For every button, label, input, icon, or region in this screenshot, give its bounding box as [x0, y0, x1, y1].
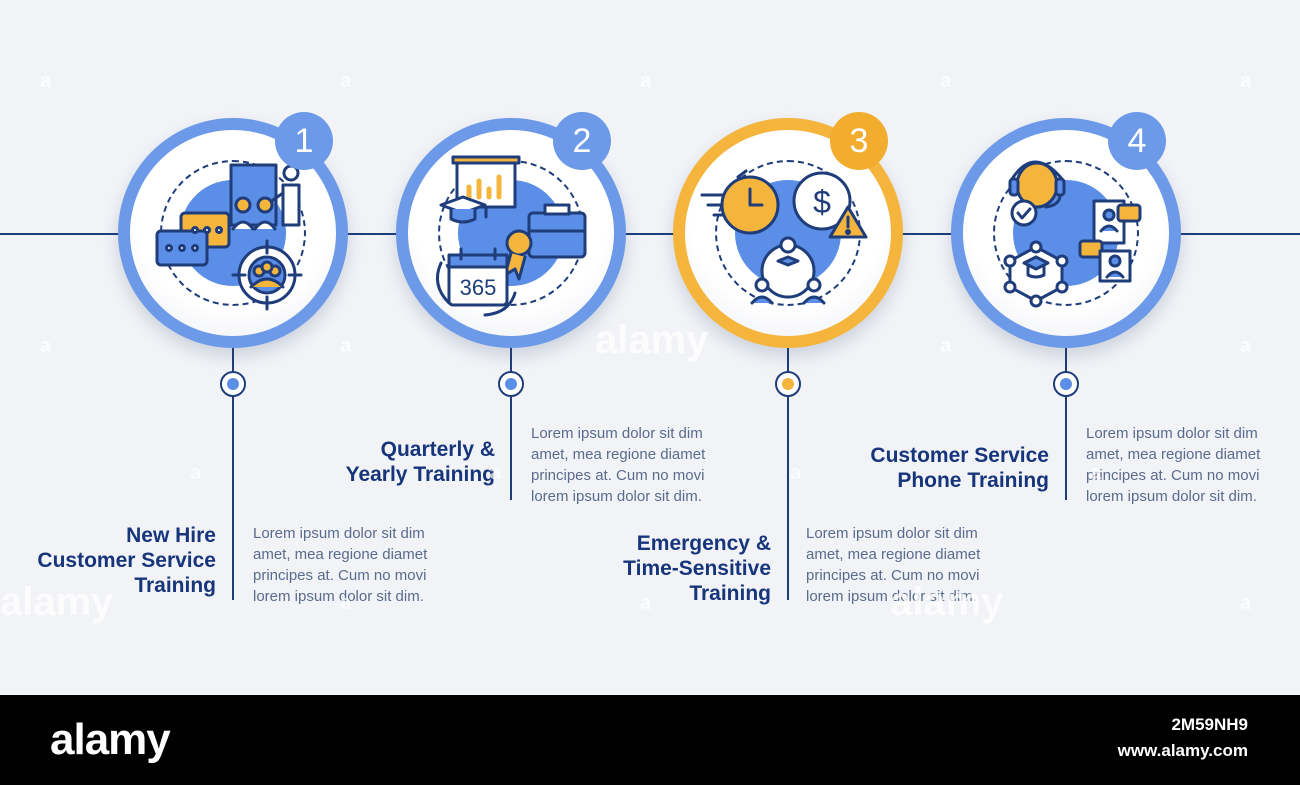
step-3-description: Lorem ipsum dolor sit dim amet, mea regi… [806, 525, 981, 605]
watermark: a [340, 70, 352, 92]
step-1-circle: 1 [118, 112, 348, 348]
call-center-icon [1003, 160, 1142, 308]
watermark: alamy [595, 318, 709, 362]
team-meeting-icon [155, 163, 303, 311]
timeline-horizontal-line [0, 233, 1300, 235]
step-4-circle: 4 [951, 112, 1181, 348]
timeline-dot-3 [775, 371, 801, 397]
watermark: alamy [890, 580, 1004, 624]
step-1-description: Lorem ipsum dolor sit dim amet, mea regi… [253, 525, 428, 605]
calendar-certificate-icon: 365 [435, 155, 587, 317]
step-3-circle: $ 3 [673, 112, 903, 348]
connector-line-4 [1065, 345, 1067, 500]
watermark: a [1090, 462, 1102, 484]
watermark: a [40, 70, 52, 92]
step-number-badge: 3 [830, 112, 888, 170]
step-2-title: Quarterly &Yearly Training [345, 438, 495, 486]
watermark: a [1240, 592, 1252, 614]
timeline-dot-1 [220, 371, 246, 397]
watermark: a [640, 592, 652, 614]
watermark: a [490, 462, 502, 484]
connector-line-2 [510, 345, 512, 500]
site-url: www.alamy.com [1117, 741, 1248, 760]
watermark: a [340, 335, 352, 357]
connector-line-1 [232, 345, 234, 600]
watermark: a [940, 335, 952, 357]
dashed-ring [993, 160, 1139, 306]
watermark: alamy [0, 580, 114, 624]
watermark: a [190, 462, 202, 484]
image-id: 2M59NH9 [1171, 715, 1248, 734]
clock-alert-icon: $ [700, 169, 868, 305]
timeline-dot-2 [498, 371, 524, 397]
svg-text:$: $ [813, 184, 831, 220]
step-number-badge: 2 [553, 112, 611, 170]
alamy-logo: alamy [50, 715, 171, 764]
watermark: a [1240, 70, 1252, 92]
watermark: a [790, 462, 802, 484]
step-2-circle: 365 2 [396, 112, 626, 348]
step-2-description: Lorem ipsum dolor sit dim amet, mea regi… [531, 425, 706, 505]
watermark: a [1240, 335, 1252, 357]
step-number-badge: 1 [275, 112, 333, 170]
step-number-badge: 4 [1108, 112, 1166, 170]
watermark: a [640, 70, 652, 92]
connector-line-3 [787, 345, 789, 600]
step-4-description: Lorem ipsum dolor sit dim amet, mea regi… [1086, 425, 1261, 505]
watermark: a [940, 70, 952, 92]
watermark: a [40, 335, 52, 357]
footer-bar: alamy 2M59NH9 www.alamy.com [0, 695, 1300, 785]
timeline-dot-4 [1053, 371, 1079, 397]
calendar-365-text: 365 [460, 275, 497, 300]
infographic-canvas: 1 [0, 70, 1300, 624]
watermark: a [340, 592, 352, 614]
